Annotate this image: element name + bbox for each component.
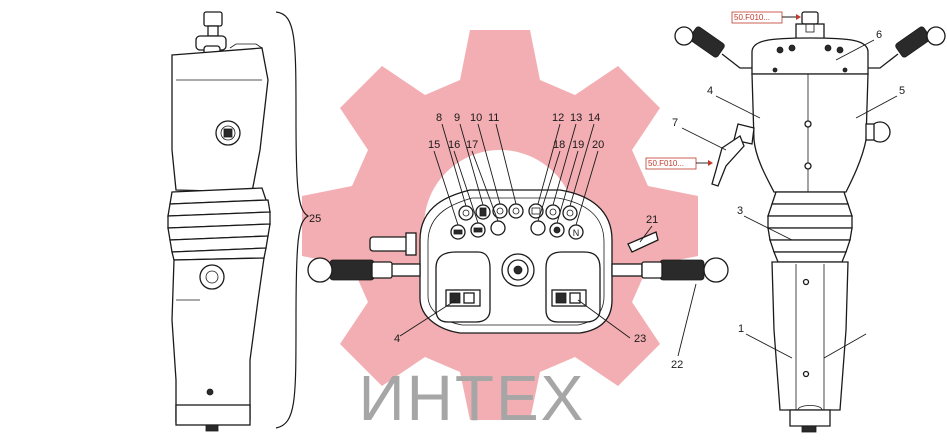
- center-callouts: 8 9 10 11 12 13 14 15 16 17 18 19 20 21 …: [394, 112, 683, 371]
- callout-12: 12: [552, 112, 564, 124]
- callout-5: 5: [899, 85, 905, 97]
- callout-25: 25: [309, 213, 321, 225]
- callout-3: 3: [737, 205, 743, 217]
- panel-button-row-bottom: N: [450, 220, 584, 240]
- callout-14: 14: [588, 112, 600, 124]
- callout-11: 11: [488, 112, 499, 124]
- callout-13: 13: [570, 112, 582, 124]
- callout-17: 17: [466, 139, 478, 151]
- svg-text:N: N: [573, 228, 580, 238]
- control-panel-top-view: N: [307, 189, 729, 334]
- ref-tag-top: 50.F010...: [731, 11, 801, 24]
- callout-16: 16: [448, 139, 460, 151]
- callout-9: 9: [454, 112, 460, 124]
- panel-button-row-top: [458, 203, 578, 221]
- callout-15: 15: [428, 139, 440, 151]
- callout-19: 19: [572, 139, 584, 151]
- right-callouts: 6 4 5 7 3 1: [672, 29, 905, 335]
- svg-text:50.F010...: 50.F010...: [648, 159, 684, 168]
- right-leader-lines: [681, 39, 898, 359]
- callout-23: 23: [634, 333, 646, 345]
- center-leader-lines: [399, 123, 697, 357]
- callout-7: 7: [672, 117, 678, 129]
- assembly-brace: [275, 11, 310, 429]
- watermark-text: ИНТЕХ: [359, 362, 586, 434]
- callout-22: 22: [671, 359, 683, 371]
- ref-tag-middle: 50.F010...: [645, 157, 713, 170]
- callout-10: 10: [470, 112, 482, 124]
- handle-side-view: [167, 11, 271, 432]
- callout-4-center: 4: [394, 333, 400, 345]
- svg-text:50.F010...: 50.F010...: [734, 13, 770, 22]
- callout-4: 4: [707, 85, 713, 97]
- callout-1: 1: [738, 323, 744, 335]
- callout-6: 6: [876, 29, 882, 41]
- callout-8: 8: [436, 112, 442, 124]
- callout-18: 18: [553, 139, 565, 151]
- callout-20: 20: [592, 139, 604, 151]
- callout-21: 21: [646, 214, 658, 226]
- handle-front-view: [674, 11, 946, 433]
